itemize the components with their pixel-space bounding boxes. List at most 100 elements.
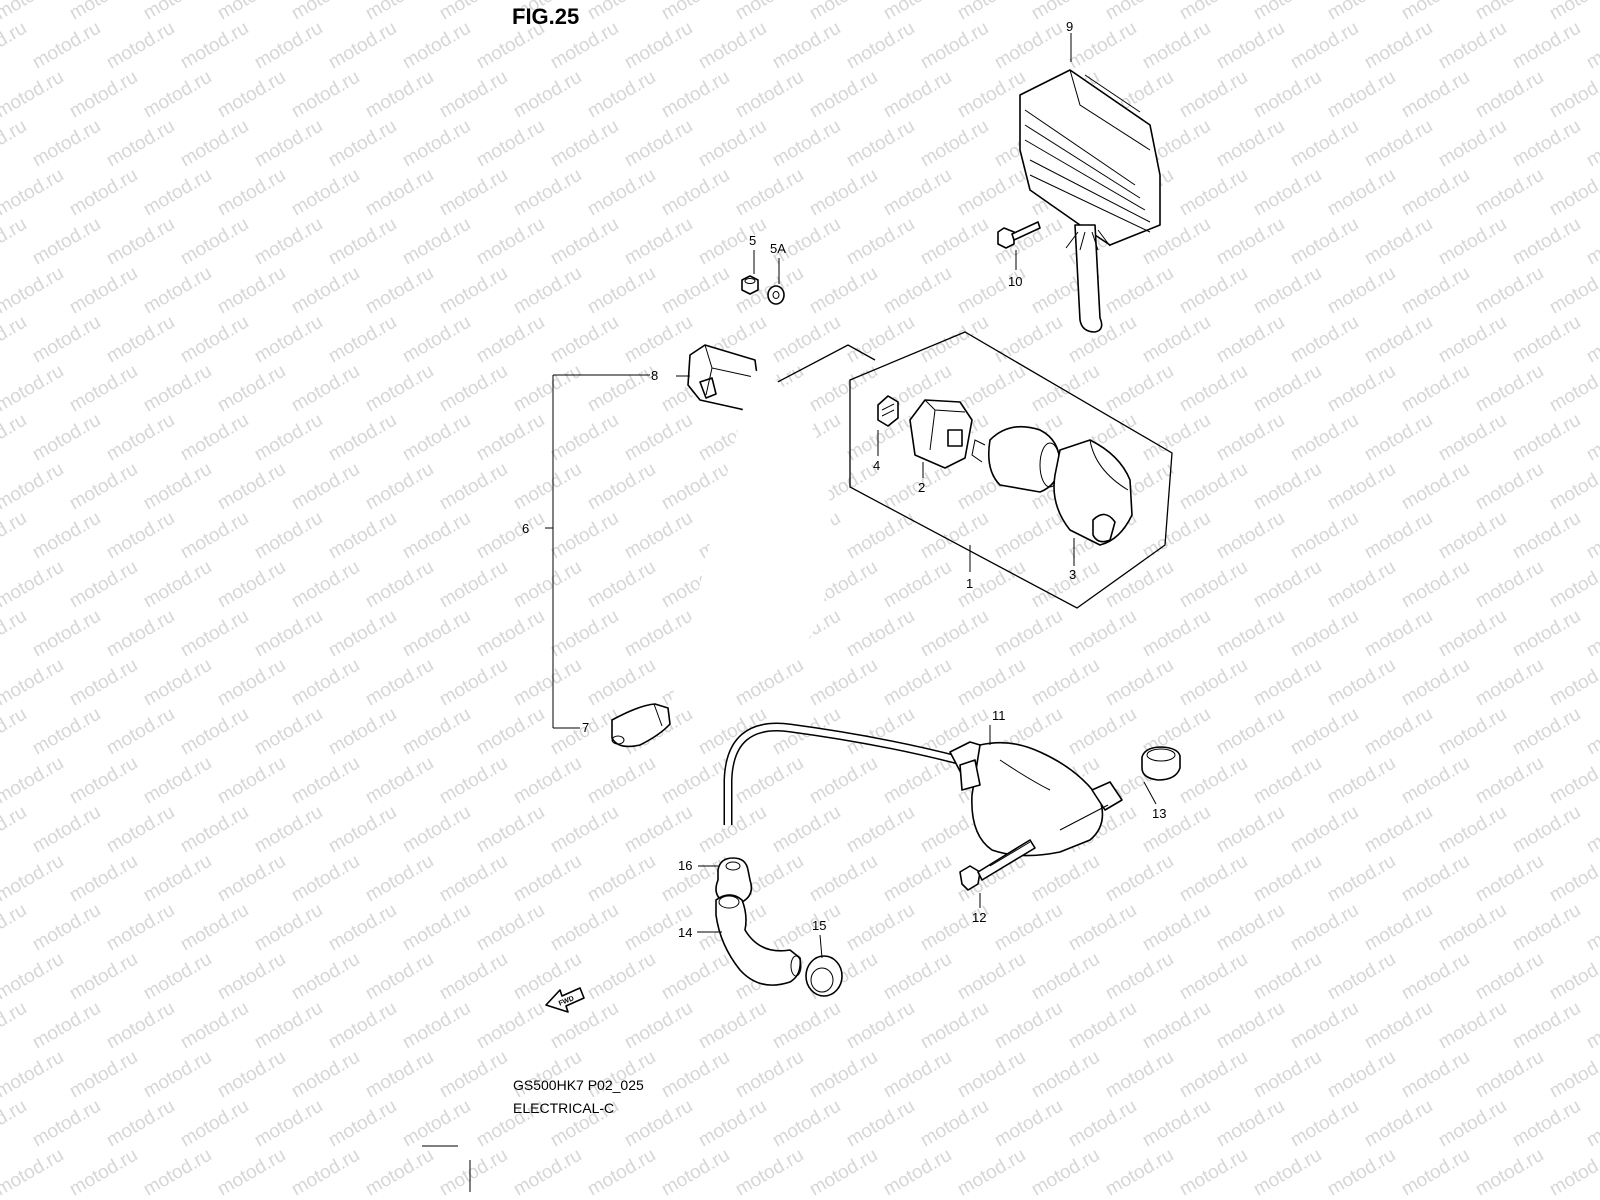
watermark-text: motod.ru xyxy=(66,655,141,711)
watermark-text: motod.ru xyxy=(695,1096,770,1152)
watermark-text: motod.ru xyxy=(621,312,696,368)
watermark-text: motod.ru xyxy=(1361,704,1436,760)
watermark-text: motod.ru xyxy=(288,851,363,907)
watermark-text: motod.ru xyxy=(510,165,585,221)
watermark-text: motod.ru xyxy=(1176,1047,1251,1103)
watermark-text: motod.ru xyxy=(1213,410,1288,466)
watermark-text: motod.ru xyxy=(1065,606,1140,662)
watermark-text: motod.ru xyxy=(214,655,289,711)
watermark-text: motod.ru xyxy=(1361,606,1436,662)
watermark-text: motod.ru xyxy=(769,1096,844,1152)
watermark-text: motod.ru xyxy=(288,1145,363,1200)
watermark-text: motod.ru xyxy=(103,606,178,662)
watermark-text: motod.ru xyxy=(140,1145,215,1200)
grommet-15 xyxy=(805,955,843,997)
watermark-text: motod.ru xyxy=(1287,704,1362,760)
watermark-text: motod.ru xyxy=(140,263,215,319)
watermark-text: motod.ru xyxy=(1583,116,1600,172)
watermark-text: motod.ru xyxy=(0,704,30,760)
watermark-text: motod.ru xyxy=(1102,263,1177,319)
watermark-text: motod.ru xyxy=(288,0,363,24)
watermark-text: motod.ru xyxy=(1398,1145,1473,1200)
watermark-text: motod.ru xyxy=(251,508,326,564)
watermark-text: motod.ru xyxy=(473,214,548,270)
watermark-text: motod.ru xyxy=(1361,1096,1436,1152)
watermark-text: motod.ru xyxy=(0,998,30,1054)
watermark-text: motod.ru xyxy=(1065,900,1140,956)
watermark-text: motod.ru xyxy=(29,1096,104,1152)
watermark-text: motod.ru xyxy=(0,900,30,956)
watermark-text: motod.ru xyxy=(66,0,141,24)
watermark-text: motod.ru xyxy=(1250,165,1325,221)
watermark-text: motod.ru xyxy=(880,949,955,1005)
watermark-text: motod.ru xyxy=(510,263,585,319)
watermark-text: motod.ru xyxy=(362,655,437,711)
watermark-text: motod.ru xyxy=(288,263,363,319)
watermark-text: motod.ru xyxy=(1583,802,1600,858)
watermark-text: motod.ru xyxy=(436,1145,511,1200)
watermark-text: motod.ru xyxy=(1472,165,1547,221)
watermark-text: motod.ru xyxy=(1472,263,1547,319)
watermark-text: motod.ru xyxy=(1213,116,1288,172)
watermark-text: motod.ru xyxy=(1324,1145,1399,1200)
watermark-text: motod.ru xyxy=(0,410,30,466)
watermark-text: motod.ru xyxy=(251,410,326,466)
watermark-text: motod.ru xyxy=(621,18,696,74)
lock-cylinder-3 xyxy=(971,425,1133,546)
watermark-text: motod.ru xyxy=(399,998,474,1054)
watermark-text: motod.ru xyxy=(140,459,215,515)
watermark-text: motod.ru xyxy=(1213,802,1288,858)
watermark-text: motod.ru xyxy=(584,655,659,711)
watermark-text: motod.ru xyxy=(399,802,474,858)
watermark-text: motod.ru xyxy=(362,165,437,221)
watermark-text: motod.ru xyxy=(362,1145,437,1200)
watermark-text: motod.ru xyxy=(251,998,326,1054)
watermark-text: motod.ru xyxy=(177,900,252,956)
watermark-text: motod.ru xyxy=(214,851,289,907)
watermark-text: motod.ru xyxy=(1509,802,1584,858)
watermark-text: motod.ru xyxy=(1583,18,1600,74)
watermark-text: motod.ru xyxy=(214,557,289,613)
watermark-text: motod.ru xyxy=(584,165,659,221)
watermark-text: motod.ru xyxy=(214,0,289,24)
watermark-text: motod.ru xyxy=(1287,116,1362,172)
watermark-text: motod.ru xyxy=(1509,1096,1584,1152)
spark-plug-cap-7 xyxy=(611,703,671,748)
high-tension-cord-6 xyxy=(667,369,832,717)
watermark-text: motod.ru xyxy=(510,753,585,809)
watermark-text: motod.ru xyxy=(954,361,1029,417)
watermark-text: motod.ru xyxy=(917,998,992,1054)
watermark-text: motod.ru xyxy=(954,263,1029,319)
watermark-text: motod.ru xyxy=(769,116,844,172)
watermark-text: motod.ru xyxy=(473,704,548,760)
plug-cap-holder-8 xyxy=(687,344,761,411)
watermark-text: motod.ru xyxy=(103,900,178,956)
watermark-text: motod.ru xyxy=(917,606,992,662)
watermark-text: motod.ru xyxy=(1102,1145,1177,1200)
watermark-text: motod.ru xyxy=(29,606,104,662)
watermark-text: motod.ru xyxy=(1398,753,1473,809)
watermark-text: motod.ru xyxy=(510,1145,585,1200)
watermark-text: motod.ru xyxy=(103,18,178,74)
watermark-text: motod.ru xyxy=(1583,900,1600,956)
watermark-text: motod.ru xyxy=(1250,459,1325,515)
watermark-text: motod.ru xyxy=(66,165,141,221)
watermark-text: motod.ru xyxy=(1398,0,1473,24)
watermark-text: motod.ru xyxy=(1287,998,1362,1054)
callout-10: 10 xyxy=(1008,274,1022,289)
watermark-text: motod.ru xyxy=(399,214,474,270)
watermark-text: motod.ru xyxy=(0,0,67,24)
watermark-text: motod.ru xyxy=(510,361,585,417)
watermark-text: motod.ru xyxy=(0,557,67,613)
watermark-text: motod.ru xyxy=(1398,949,1473,1005)
watermark-text: motod.ru xyxy=(0,214,30,270)
watermark-text: motod.ru xyxy=(473,900,548,956)
callout-7: 7 xyxy=(582,720,589,735)
watermark-text: motod.ru xyxy=(177,410,252,466)
watermark-text: motod.ru xyxy=(362,67,437,123)
watermark-text: motod.ru xyxy=(732,67,807,123)
watermark-text: motod.ru xyxy=(399,1096,474,1152)
watermark-text: motod.ru xyxy=(547,802,622,858)
watermark-text: motod.ru xyxy=(584,459,659,515)
watermark-text: motod.ru xyxy=(1583,312,1600,368)
